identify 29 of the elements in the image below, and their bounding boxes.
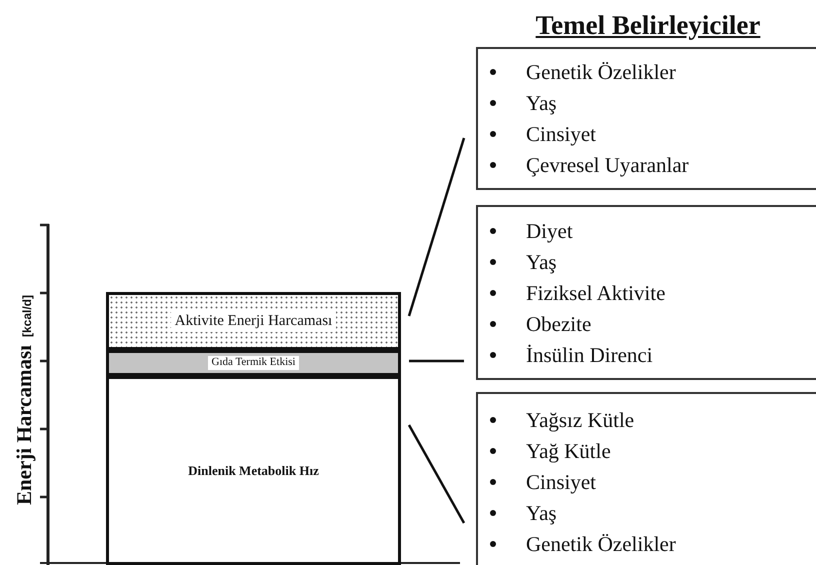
list-box: [476, 392, 816, 565]
list-item: İnsülin Direnci: [526, 342, 653, 368]
list-box: [476, 205, 816, 380]
list-item: Yaş: [526, 500, 557, 527]
list-item: Obezite: [526, 310, 592, 338]
list-item: Cinsiyet: [526, 469, 596, 496]
connector-line: [409, 360, 464, 362]
list-item: Cinsiyet: [526, 121, 596, 148]
list-item: Diyet: [526, 218, 573, 244]
segment-label: Aktivite Enerji Harcaması: [170, 310, 336, 332]
connector-line: [408, 424, 466, 524]
diagram-title: Temel Belirleyiciler: [534, 9, 762, 42]
axis-unit: [kcal/d]: [21, 294, 33, 337]
axis-title: Enerji Harcaması: [14, 345, 35, 506]
list-item: Yağ Kütle: [526, 438, 611, 465]
list-item: Çevresel Uyaranlar: [526, 152, 689, 179]
list-item: Fiziksel Aktivite: [526, 280, 666, 306]
connector-line: [408, 138, 466, 316]
segment-label: Dinlenik Metabolik Hız: [188, 462, 319, 480]
list-item: Yağsız Kütle: [526, 407, 634, 434]
bar-segment: [106, 292, 401, 350]
list-item: Genetik Özelikler: [526, 59, 676, 86]
bar-segment: [106, 376, 401, 565]
list-box: [476, 47, 816, 190]
list-item: Genetik Özelikler: [526, 531, 676, 558]
list-item: Yaş: [526, 90, 557, 117]
bar-segment: [106, 350, 401, 376]
list-item: Yaş: [526, 248, 557, 276]
segment-label: Gıda Termik Etkisi: [208, 356, 300, 370]
